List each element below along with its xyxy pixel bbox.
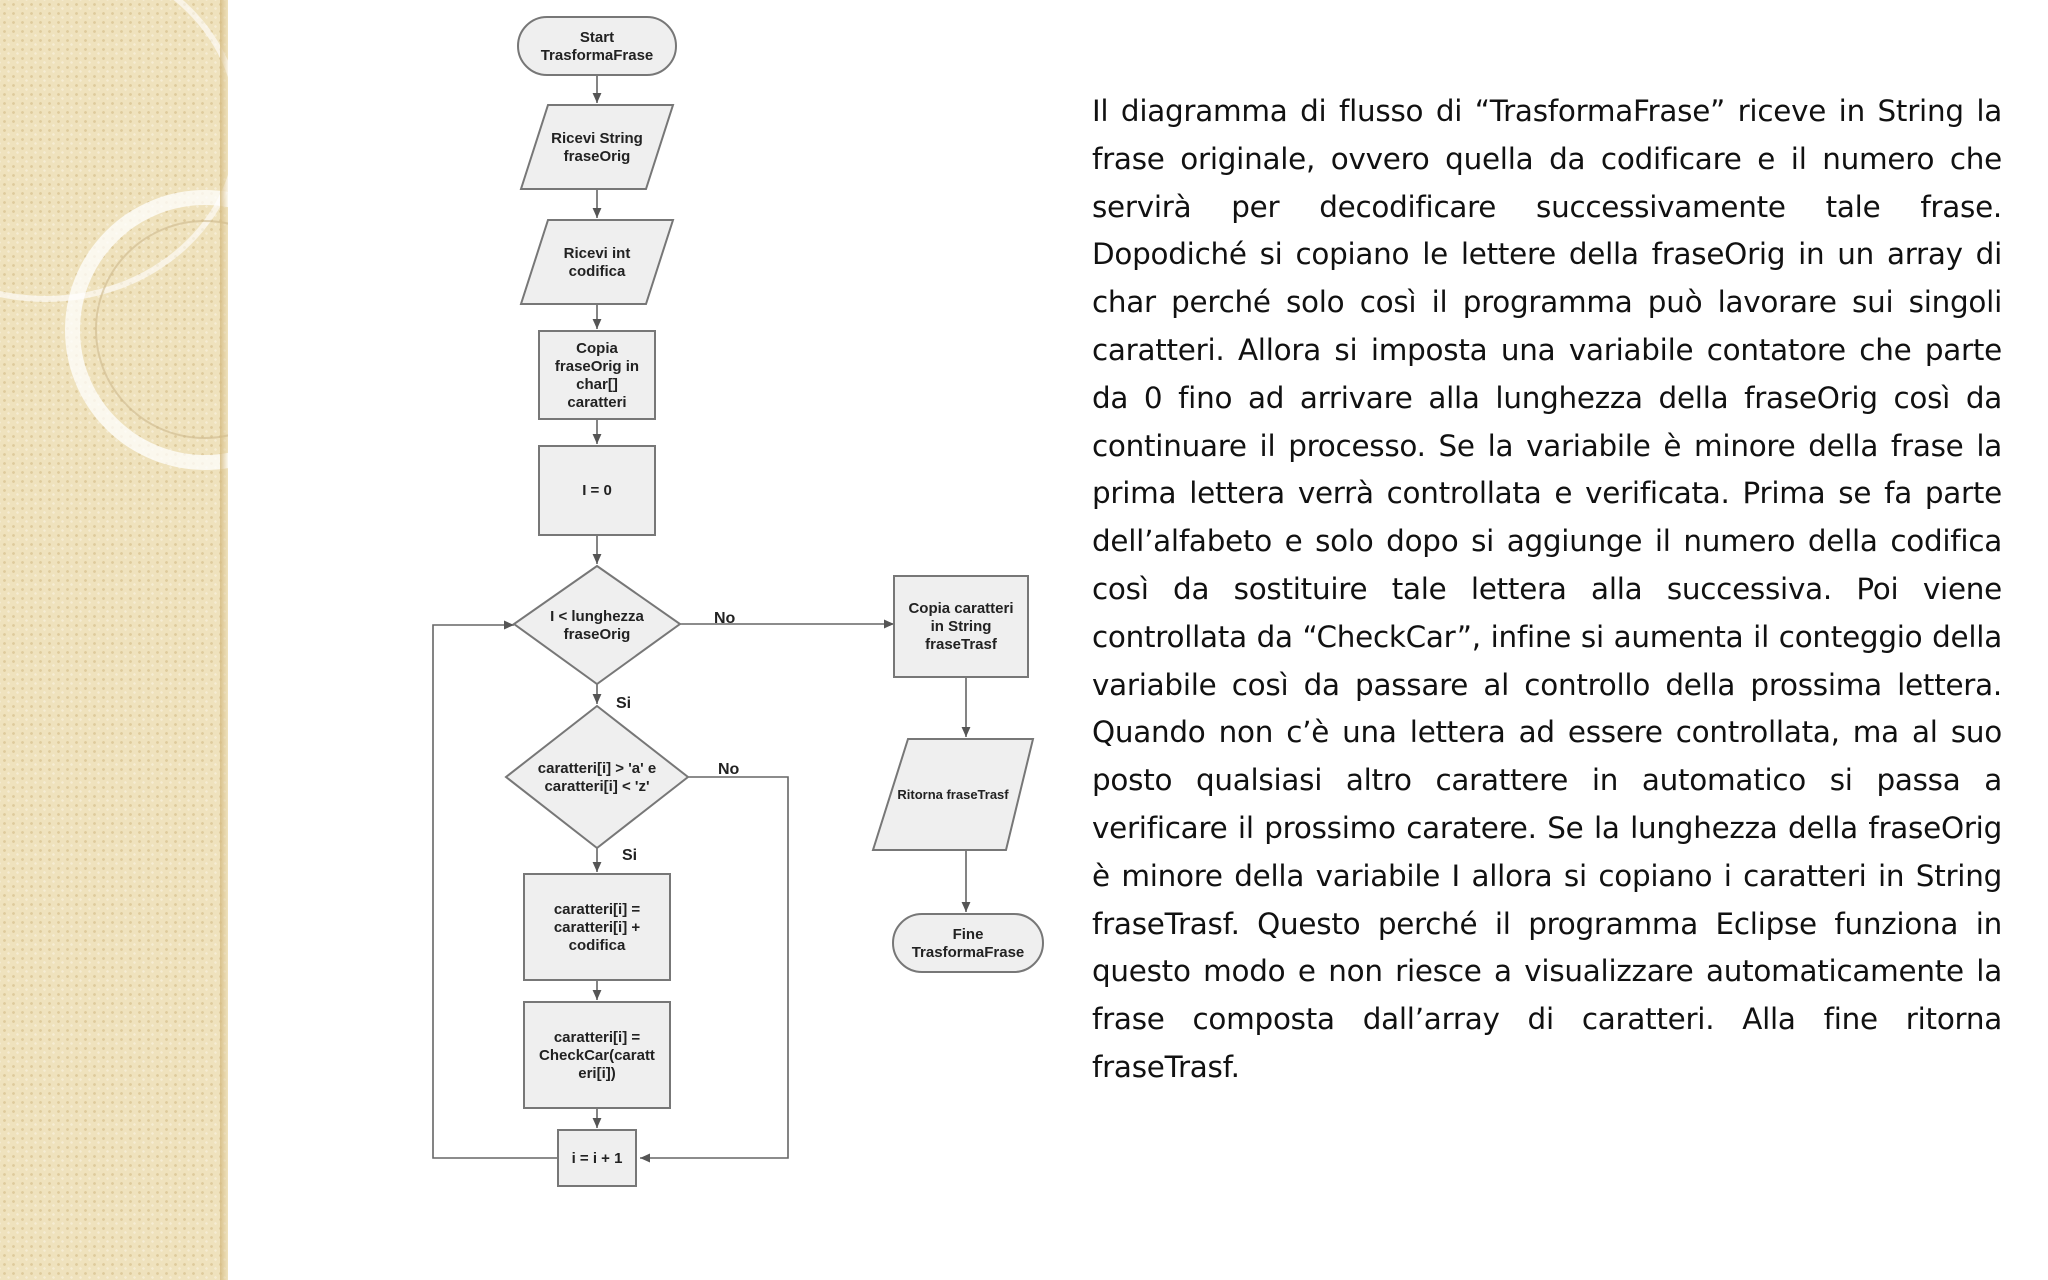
start-label-line: Start xyxy=(580,29,614,46)
start-label-line: TrasformaFrase xyxy=(541,47,654,64)
copy-to-string-label-line: in String xyxy=(931,618,992,635)
loop-no-label: No xyxy=(714,610,736,627)
copy-to-array-label-line: char[] xyxy=(576,376,618,393)
char-yes-label: Si xyxy=(622,847,637,864)
add-codifica-label-line: caratteri[i] = xyxy=(554,901,641,918)
check-car-process xyxy=(523,1001,671,1109)
char-no-label: No xyxy=(718,761,740,778)
loop-condition-label-line: I < lunghezza xyxy=(550,608,644,625)
char-condition-label-line: caratteri[i] > 'a' e xyxy=(538,760,656,777)
add-codifica-label-line: caratteri[i] + xyxy=(554,919,641,936)
flow-connectors xyxy=(432,75,971,1163)
return-label-line: Ritorna fraseTrasf xyxy=(897,787,1009,802)
description-paragraph: Il diagramma di flusso di “TrasformaFras… xyxy=(1092,94,2002,1084)
check-car-label-line: caratteri[i] = xyxy=(554,1029,641,1046)
init-counter-process xyxy=(538,445,656,536)
end-label-line: TrasformaFrase xyxy=(912,944,1025,961)
copy-to-array-label-line: caratteri xyxy=(567,394,626,411)
add-codifica-process xyxy=(523,873,671,981)
end-label-line: Fine xyxy=(953,926,984,943)
add-codifica-label-line: codifica xyxy=(569,937,626,954)
add-codifica-label: caratteri[i] =caratteri[i] +codifica xyxy=(554,901,641,954)
return-label: Ritorna fraseTrasf xyxy=(897,787,1009,802)
char-condition-label-line: caratteri[i] < 'z' xyxy=(544,778,649,795)
band-edge-shadow xyxy=(220,0,228,1280)
copy-to-string-label-line: fraseTrasf xyxy=(925,636,998,653)
copy-to-array-label-line: fraseOrig in xyxy=(555,358,639,375)
end-terminal xyxy=(892,913,1044,973)
decorative-side-band xyxy=(0,0,228,1280)
init-counter-label-line: I = 0 xyxy=(582,482,612,499)
copy-to-array-process xyxy=(538,330,656,420)
init-counter-label: I = 0 xyxy=(582,482,612,499)
receive-string-label-line: fraseOrig xyxy=(564,148,631,165)
loop-condition-label-line: fraseOrig xyxy=(564,626,631,643)
increment-label-line: i = i + 1 xyxy=(572,1150,623,1167)
loop-yes-label: Si xyxy=(616,695,631,712)
receive-int-input xyxy=(519,219,675,305)
receive-string-label-line: Ricevi String xyxy=(551,130,643,147)
increment-process xyxy=(557,1129,637,1187)
receive-int-label-line: codifica xyxy=(569,263,626,280)
copy-to-string-process xyxy=(893,575,1029,678)
copy-to-array-label-line: Copia xyxy=(576,340,618,357)
check-car-label-line: eri[i]) xyxy=(578,1065,616,1082)
receive-string-input xyxy=(519,104,675,190)
receive-int-label-line: Ricevi int xyxy=(564,245,631,262)
return-output xyxy=(871,738,1035,851)
connector-loop-back xyxy=(432,620,558,1159)
start-terminal xyxy=(517,16,677,76)
char-condition-decision xyxy=(504,704,690,850)
check-car-label-line: CheckCar(caratt xyxy=(539,1047,655,1064)
copy-to-string-label-line: Copia caratteri xyxy=(908,600,1013,617)
connector-char-no xyxy=(640,776,789,1163)
increment-label: i = i + 1 xyxy=(572,1150,623,1167)
loop-condition-decision xyxy=(512,564,682,686)
